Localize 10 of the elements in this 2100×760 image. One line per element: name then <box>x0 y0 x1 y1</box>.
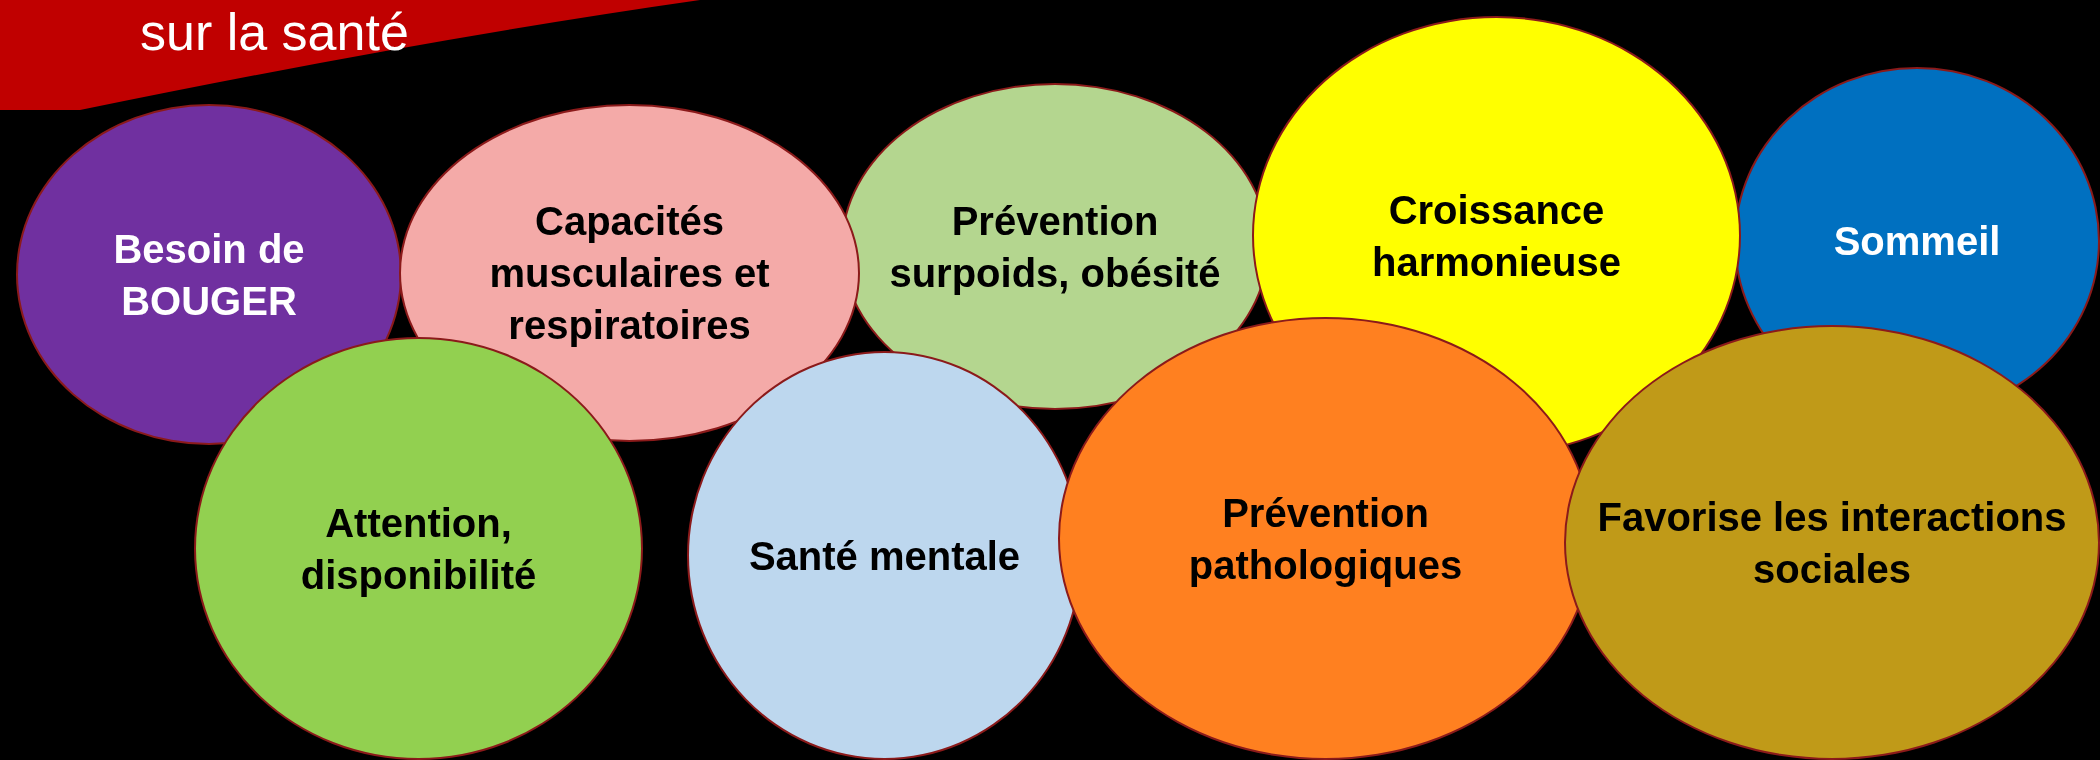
slide-title: sur la santé <box>140 2 409 62</box>
bubble-label: Favorise les interactions sociales <box>1596 493 2068 593</box>
bubble-label: Besoin de BOUGER <box>112 225 306 325</box>
bubble-label: Prévention surpoids, obésité <box>888 197 1222 297</box>
bubble-label: Sommeil <box>1832 218 2002 265</box>
bubble-label: Attention, disponibilité <box>299 499 538 599</box>
bubble-label: Croissance harmonieuse <box>1371 186 1622 286</box>
bubble-label: Prévention pathologiques <box>1187 489 1464 589</box>
bubble-label: Capacités musculaires et respiratoires <box>488 198 771 349</box>
bubble-label: Santé mentale <box>747 532 1022 580</box>
